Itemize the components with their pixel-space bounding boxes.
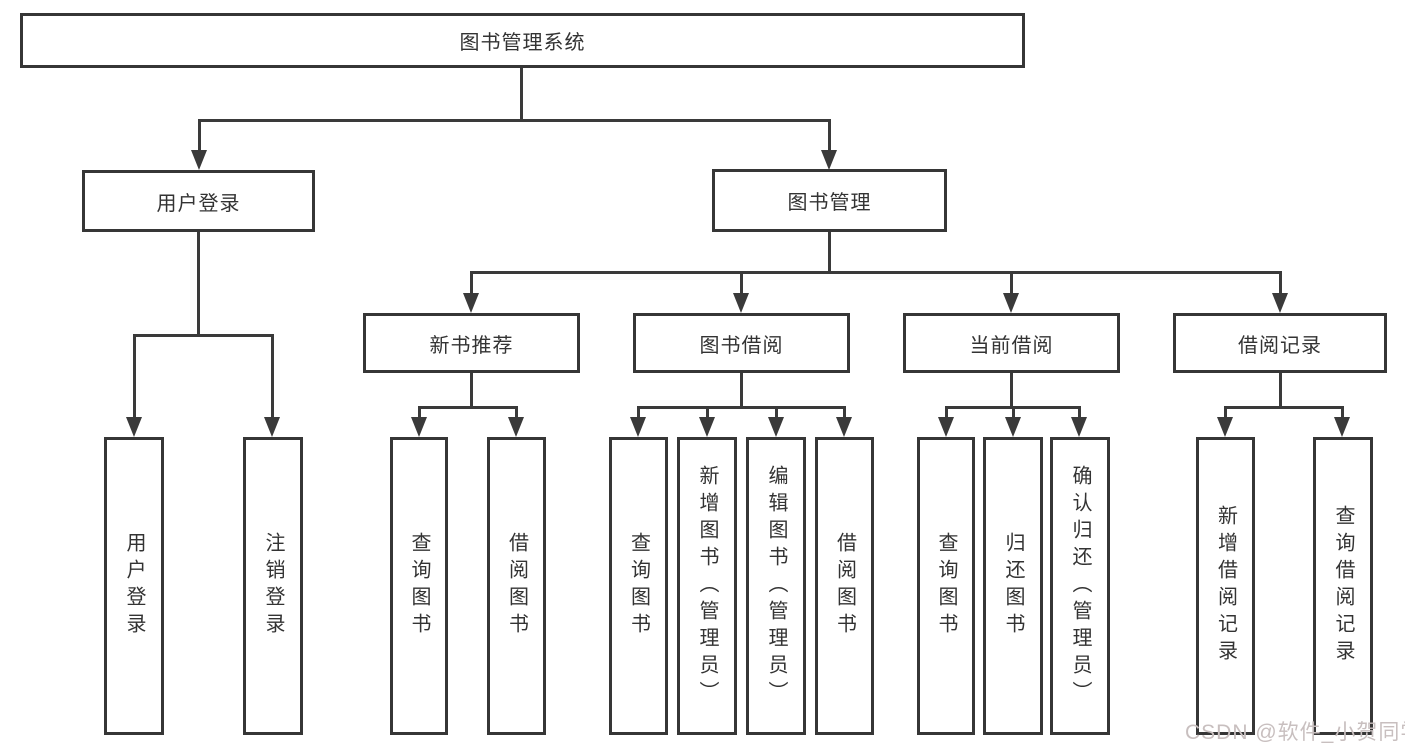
leaf-user-login: 用户登录 <box>104 437 164 735</box>
node-book-borrow: 图书借阅 <box>633 313 850 373</box>
connector-bar <box>418 406 517 409</box>
arrowhead-down-icon <box>411 417 427 437</box>
connector-drop <box>740 271 743 293</box>
connector-drop <box>775 406 778 417</box>
connector-drop <box>470 271 473 293</box>
connector-stem <box>470 373 473 406</box>
arrowhead-down-icon <box>699 417 715 437</box>
connector-drop <box>1010 271 1013 293</box>
node-book-management: 图书管理 <box>712 169 947 232</box>
leaf-borrow-books: 借阅图书 <box>487 437 546 735</box>
arrowhead-down-icon <box>264 417 280 437</box>
arrowhead-down-icon <box>768 417 784 437</box>
leaf-confirm-return-admin: 确认归还（管理员） <box>1050 437 1110 735</box>
connector-book-mgmt-stem <box>828 232 831 271</box>
csdn-watermark: CSDN @软件_小贺同学 <box>1185 721 1405 744</box>
connector-user-login-stem <box>197 232 200 334</box>
connector-drop <box>1341 406 1344 417</box>
node-current-borrow: 当前借阅 <box>903 313 1120 373</box>
connector-stem <box>1279 373 1282 406</box>
connector-drop <box>828 119 831 150</box>
connector-drop <box>637 406 640 417</box>
connector-drop <box>133 334 136 417</box>
arrowhead-down-icon <box>463 293 479 313</box>
arrowhead-down-icon <box>1005 417 1021 437</box>
connector-drop <box>843 406 846 417</box>
arrowhead-down-icon <box>836 417 852 437</box>
arrowhead-down-icon <box>508 417 524 437</box>
arrowhead-down-icon <box>733 293 749 313</box>
leaf-query-borrow-record: 查询借阅记录 <box>1313 437 1373 735</box>
connector-stem <box>1010 373 1013 406</box>
leaf-edit-books-admin: 编辑图书（管理员） <box>746 437 806 735</box>
arrowhead-down-icon <box>191 150 207 170</box>
connector-drop <box>1279 271 1282 293</box>
leaf-borrow-books: 借阅图书 <box>815 437 874 735</box>
leaf-query-books: 查询图书 <box>917 437 975 735</box>
leaf-add-books-admin: 新增图书（管理员） <box>677 437 737 735</box>
leaf-logout: 注销登录 <box>243 437 303 735</box>
connector-book-mgmt-bar <box>470 271 1282 274</box>
connector-root-bar <box>198 119 830 122</box>
leaf-query-books: 查询图书 <box>609 437 668 735</box>
connector-drop <box>706 406 709 417</box>
node-user-login: 用户登录 <box>82 170 315 232</box>
connector-drop <box>198 119 201 150</box>
node-borrow-records: 借阅记录 <box>1173 313 1387 373</box>
leaf-return-books: 归还图书 <box>983 437 1043 735</box>
arrowhead-down-icon <box>1272 293 1288 313</box>
connector-stem <box>740 373 743 406</box>
connector-user-login-bar <box>133 334 274 337</box>
connector-bar <box>637 406 844 409</box>
arrowhead-down-icon <box>938 417 954 437</box>
node-library-management-system: 图书管理系统 <box>20 13 1025 68</box>
arrowhead-down-icon <box>821 150 837 170</box>
arrowhead-down-icon <box>126 417 142 437</box>
arrowhead-down-icon <box>630 417 646 437</box>
connector-drop <box>418 406 421 417</box>
leaf-query-books: 查询图书 <box>390 437 448 735</box>
connector-root-stem <box>520 68 523 119</box>
connector-drop <box>1078 406 1081 417</box>
arrowhead-down-icon <box>1217 417 1233 437</box>
connector-bar <box>1224 406 1343 409</box>
leaf-add-borrow-record: 新增借阅记录 <box>1196 437 1255 735</box>
arrowhead-down-icon <box>1334 417 1350 437</box>
node-new-book-recommend: 新书推荐 <box>363 313 580 373</box>
connector-drop <box>1224 406 1227 417</box>
arrowhead-down-icon <box>1071 417 1087 437</box>
connector-drop <box>515 406 518 417</box>
connector-drop <box>271 334 274 417</box>
connector-drop <box>1012 406 1015 417</box>
arrowhead-down-icon <box>1003 293 1019 313</box>
connector-drop <box>945 406 948 417</box>
